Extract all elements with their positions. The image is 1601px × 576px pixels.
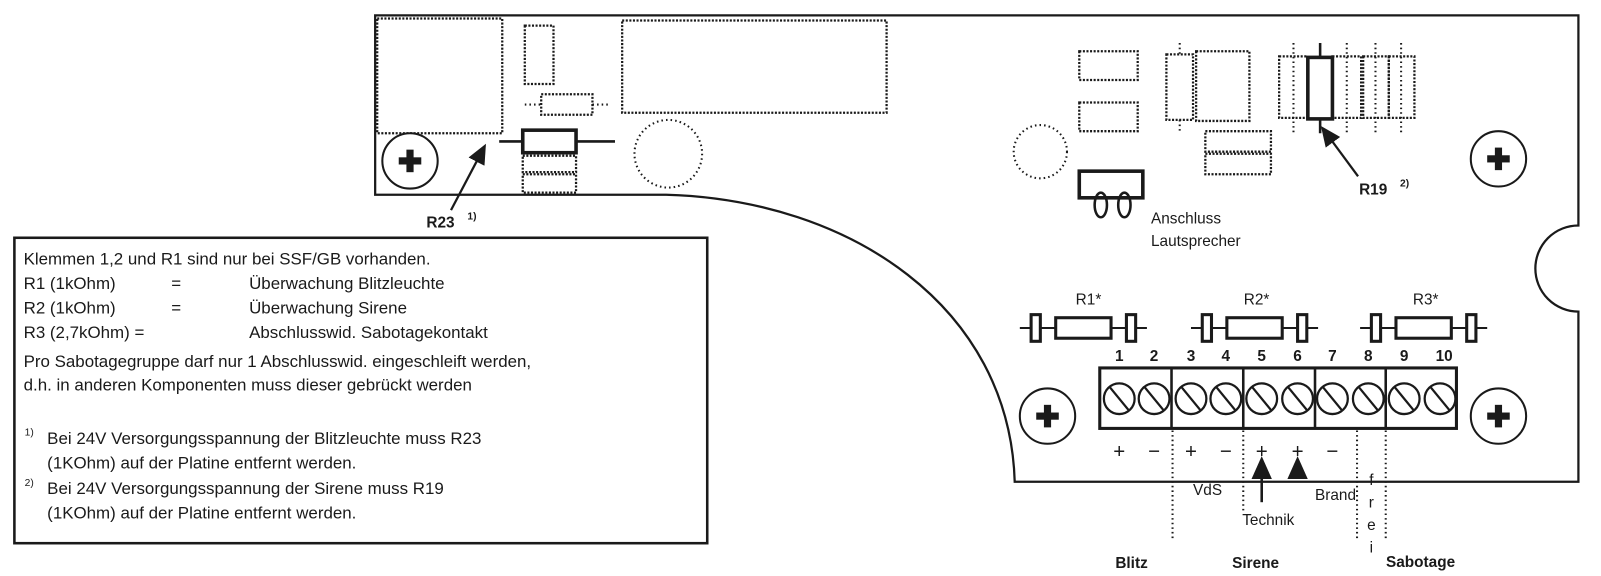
frei-letter: f [1369, 472, 1374, 489]
resistor-r3-label: R3* [1413, 291, 1439, 308]
note-row-eq: = [171, 299, 181, 318]
frei-letter: r [1369, 494, 1374, 511]
terminal-screw-icon [1423, 382, 1457, 416]
terminal-screw-icon [1387, 382, 1421, 416]
frei-letter: i [1370, 539, 1373, 556]
notes-paragraph-line2: d.h. in anderen Komponenten muss dieser … [24, 375, 472, 394]
note-row-desc: Abschlusswid. Sabotagekontakt [249, 323, 488, 342]
left-components [376, 17, 888, 194]
notes-box: Klemmen 1,2 und R1 sind nur bei SSF/GB v… [13, 236, 709, 545]
footnote-2-line2: (1KOhm) auf der Platine entfernt werden. [47, 504, 356, 523]
polarity-sign: − [1148, 440, 1160, 463]
r19-label: R19 [1359, 182, 1387, 199]
r19-resistor [1306, 43, 1335, 134]
group-label-sabotage: Sabotage [1386, 554, 1456, 571]
note-row-name: R3 (2,7kOhm) = [24, 323, 145, 342]
r23-footnote-mark: 1) [467, 211, 476, 222]
terminal-screw-icon [1245, 382, 1279, 416]
r19-footnote-mark: 2) [1400, 179, 1409, 190]
terminal-number: 7 [1328, 348, 1337, 365]
polarity-sign: + [1256, 440, 1268, 463]
group-label-blitz: Blitz [1115, 555, 1148, 572]
board-outline [374, 14, 1580, 483]
terminal-number: 3 [1187, 348, 1196, 365]
polarity-signs: + − + − + + − [1113, 440, 1338, 463]
r23-arrow-icon [450, 143, 486, 211]
note-row-desc: Überwachung Blitzleuchte [249, 274, 444, 293]
mounting-screw-icon [381, 132, 439, 190]
terminal-number: 2 [1150, 348, 1159, 365]
note-row-desc: Überwachung Sirene [249, 299, 407, 318]
right-components [1012, 43, 1416, 180]
vds-label: VdS [1193, 482, 1222, 499]
note-row-name: R2 (1kOhm) [24, 299, 116, 318]
speaker-connector-icon [1077, 169, 1145, 219]
mounting-screw-icon [1469, 387, 1528, 445]
footnote-1-mark: 1) [25, 428, 34, 439]
resistor-r3-icon [1358, 313, 1489, 343]
terminal-screw-icon [1102, 382, 1136, 416]
terminal-screw-icon [1174, 382, 1208, 416]
r23-resistor [499, 128, 615, 155]
terminal-screw-icon [1137, 382, 1171, 416]
note-row-eq: = [171, 274, 181, 293]
note-row-name: R1 (1kOhm) [24, 274, 116, 293]
terminal-screw-icon [1351, 382, 1385, 416]
terminal-number: 6 [1293, 348, 1302, 365]
technik-label: Technik [1242, 512, 1294, 529]
terminal-number: 5 [1257, 348, 1266, 365]
terminal-numbers: 1 2 3 4 5 6 7 8 9 10 [1115, 348, 1453, 365]
polarity-sign: − [1220, 440, 1232, 463]
terminal-number: 10 [1436, 348, 1453, 365]
terminal-number: 9 [1400, 348, 1409, 365]
mounting-screw-icon [1469, 130, 1528, 188]
polarity-sign: + [1113, 440, 1125, 463]
terminal-screw-icon [1315, 382, 1349, 416]
resistor-r2-label: R2* [1244, 291, 1270, 308]
terminal-block [1098, 366, 1458, 430]
notes-paragraph-line1: Pro Sabotagegruppe darf nur 1 Abschlussw… [24, 352, 532, 371]
footnote-2-line1: Bei 24V Versorgungsspannung der Sirene m… [47, 479, 444, 498]
mounting-screw-icon [1018, 387, 1077, 445]
polarity-sign: − [1326, 440, 1338, 463]
resistor-r2-icon [1189, 313, 1320, 343]
speaker-label-line2: Lautsprecher [1151, 233, 1241, 250]
r19-arrow-icon [1320, 125, 1359, 177]
terminal-number: 1 [1115, 348, 1124, 365]
resistor-r1-icon [1018, 313, 1149, 343]
resistor-r1-label: R1* [1076, 291, 1102, 308]
terminal-number: 4 [1222, 348, 1231, 365]
group-label-sirene: Sirene [1232, 555, 1279, 572]
footnote-1-line1: Bei 24V Versorgungsspannung der Blitzleu… [47, 429, 481, 448]
terminal-screw-icon [1281, 382, 1315, 416]
polarity-sign: + [1185, 440, 1197, 463]
footnote-2-mark: 2) [25, 478, 34, 489]
polarity-sign: + [1292, 440, 1304, 463]
r23-label: R23 [426, 215, 454, 232]
notes-intro: Klemmen 1,2 und R1 sind nur bei SSF/GB v… [24, 249, 431, 268]
brand-label: Brand [1315, 487, 1356, 504]
speaker-label-line1: Anschluss [1151, 210, 1221, 227]
terminal-screw-icon [1209, 382, 1243, 416]
group-dividers [1171, 430, 1387, 542]
footnote-1-line2: (1KOhm) auf der Platine entfernt werden. [47, 453, 356, 472]
frei-letter: e [1367, 517, 1376, 534]
terminal-number: 8 [1364, 348, 1373, 365]
